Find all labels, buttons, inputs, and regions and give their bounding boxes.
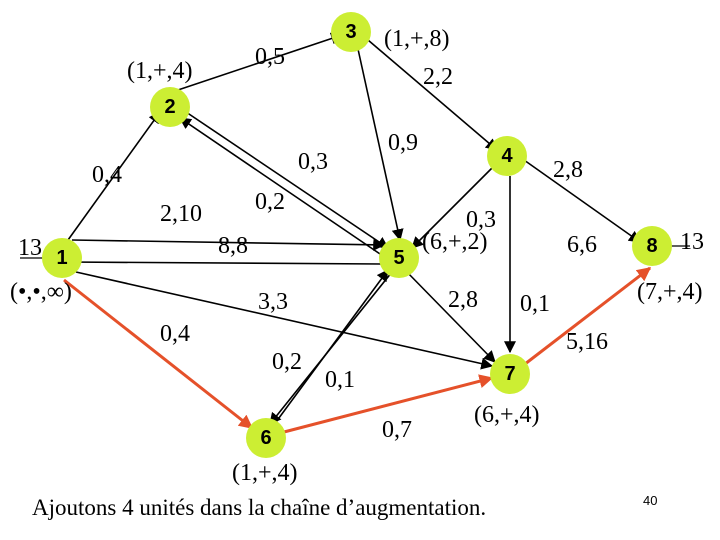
edge-4-5	[411, 167, 493, 249]
edge-label-5-7: 2,8	[448, 287, 478, 313]
node-3-mark: (1,+,8)	[384, 26, 450, 52]
edge-label-2-5: 0,3	[298, 149, 328, 175]
edge-label-7-8-b: 5,16	[566, 329, 608, 355]
edge-label-5-2: 0,2	[255, 189, 285, 215]
edge-4-8	[523, 159, 641, 243]
edge-label-6-7: 0,1	[325, 367, 355, 393]
edge-5-7	[404, 269, 496, 363]
edge-label-4-8: 2,8	[553, 157, 583, 183]
edge-3-4	[367, 39, 498, 151]
node-1-mark: (•,•,∞)	[10, 279, 72, 305]
node-4: 4	[487, 136, 527, 176]
node-6: 6	[246, 418, 286, 458]
node-2-mark: (1,+,4)	[127, 58, 193, 84]
edge-6-7	[283, 374, 494, 434]
node-8-mark: (7,+,4)	[637, 279, 703, 305]
edge-5-2	[179, 117, 387, 259]
edge-label-1-7: 0,7	[382, 417, 412, 443]
edge-2-5	[185, 111, 389, 249]
node-7: 7	[490, 354, 530, 394]
edge-label-6-5: 0,2	[272, 349, 302, 375]
edge-1-6	[63, 278, 254, 430]
node-8: 8	[632, 226, 672, 266]
node-1-extra: 13	[18, 235, 42, 261]
node-8-extra: 13	[680, 229, 704, 255]
node-5: 5	[379, 238, 419, 278]
edge-label-3-4: 2,2	[423, 64, 453, 90]
edge-label-5-1: 8,8	[218, 233, 248, 259]
edge-label-4-5: 0,3	[466, 207, 496, 233]
edge-1-7	[75, 271, 494, 370]
slide-caption: Ajoutons 4 unités dans la chaîne d’augme…	[32, 495, 487, 520]
edge-label-4-7: 0,1	[520, 291, 550, 317]
edge-label-1-5: 2,10	[160, 201, 202, 227]
node-3: 3	[331, 12, 371, 52]
node-5-mark: (6,+,2)	[422, 229, 488, 255]
edge-label-2-3: 0,5	[255, 44, 285, 70]
edge-6-5	[275, 269, 389, 423]
edge-label-1-6: 0,4	[160, 321, 190, 347]
page-number: 40	[643, 493, 658, 508]
edge-2-3	[171, 32, 344, 93]
edge-3-5	[355, 39, 404, 242]
edge-7-8	[524, 266, 652, 366]
edge-label-7-8-a: 6,6	[567, 232, 597, 258]
node-2: 2	[150, 87, 190, 127]
edge-label-3-5: 0,9	[388, 130, 418, 156]
edge-1-2	[67, 111, 161, 241]
edge-5-1	[64, 256, 383, 269]
node-7-mark: (6,+,4)	[474, 402, 540, 428]
node-6-mark: (1,+,4)	[232, 460, 298, 486]
edge-label-1-2: 0,4	[92, 162, 122, 188]
node-1: 1	[42, 238, 82, 278]
edge-label-5-6: 3,3	[258, 289, 288, 315]
edge-1-5	[71, 238, 386, 251]
